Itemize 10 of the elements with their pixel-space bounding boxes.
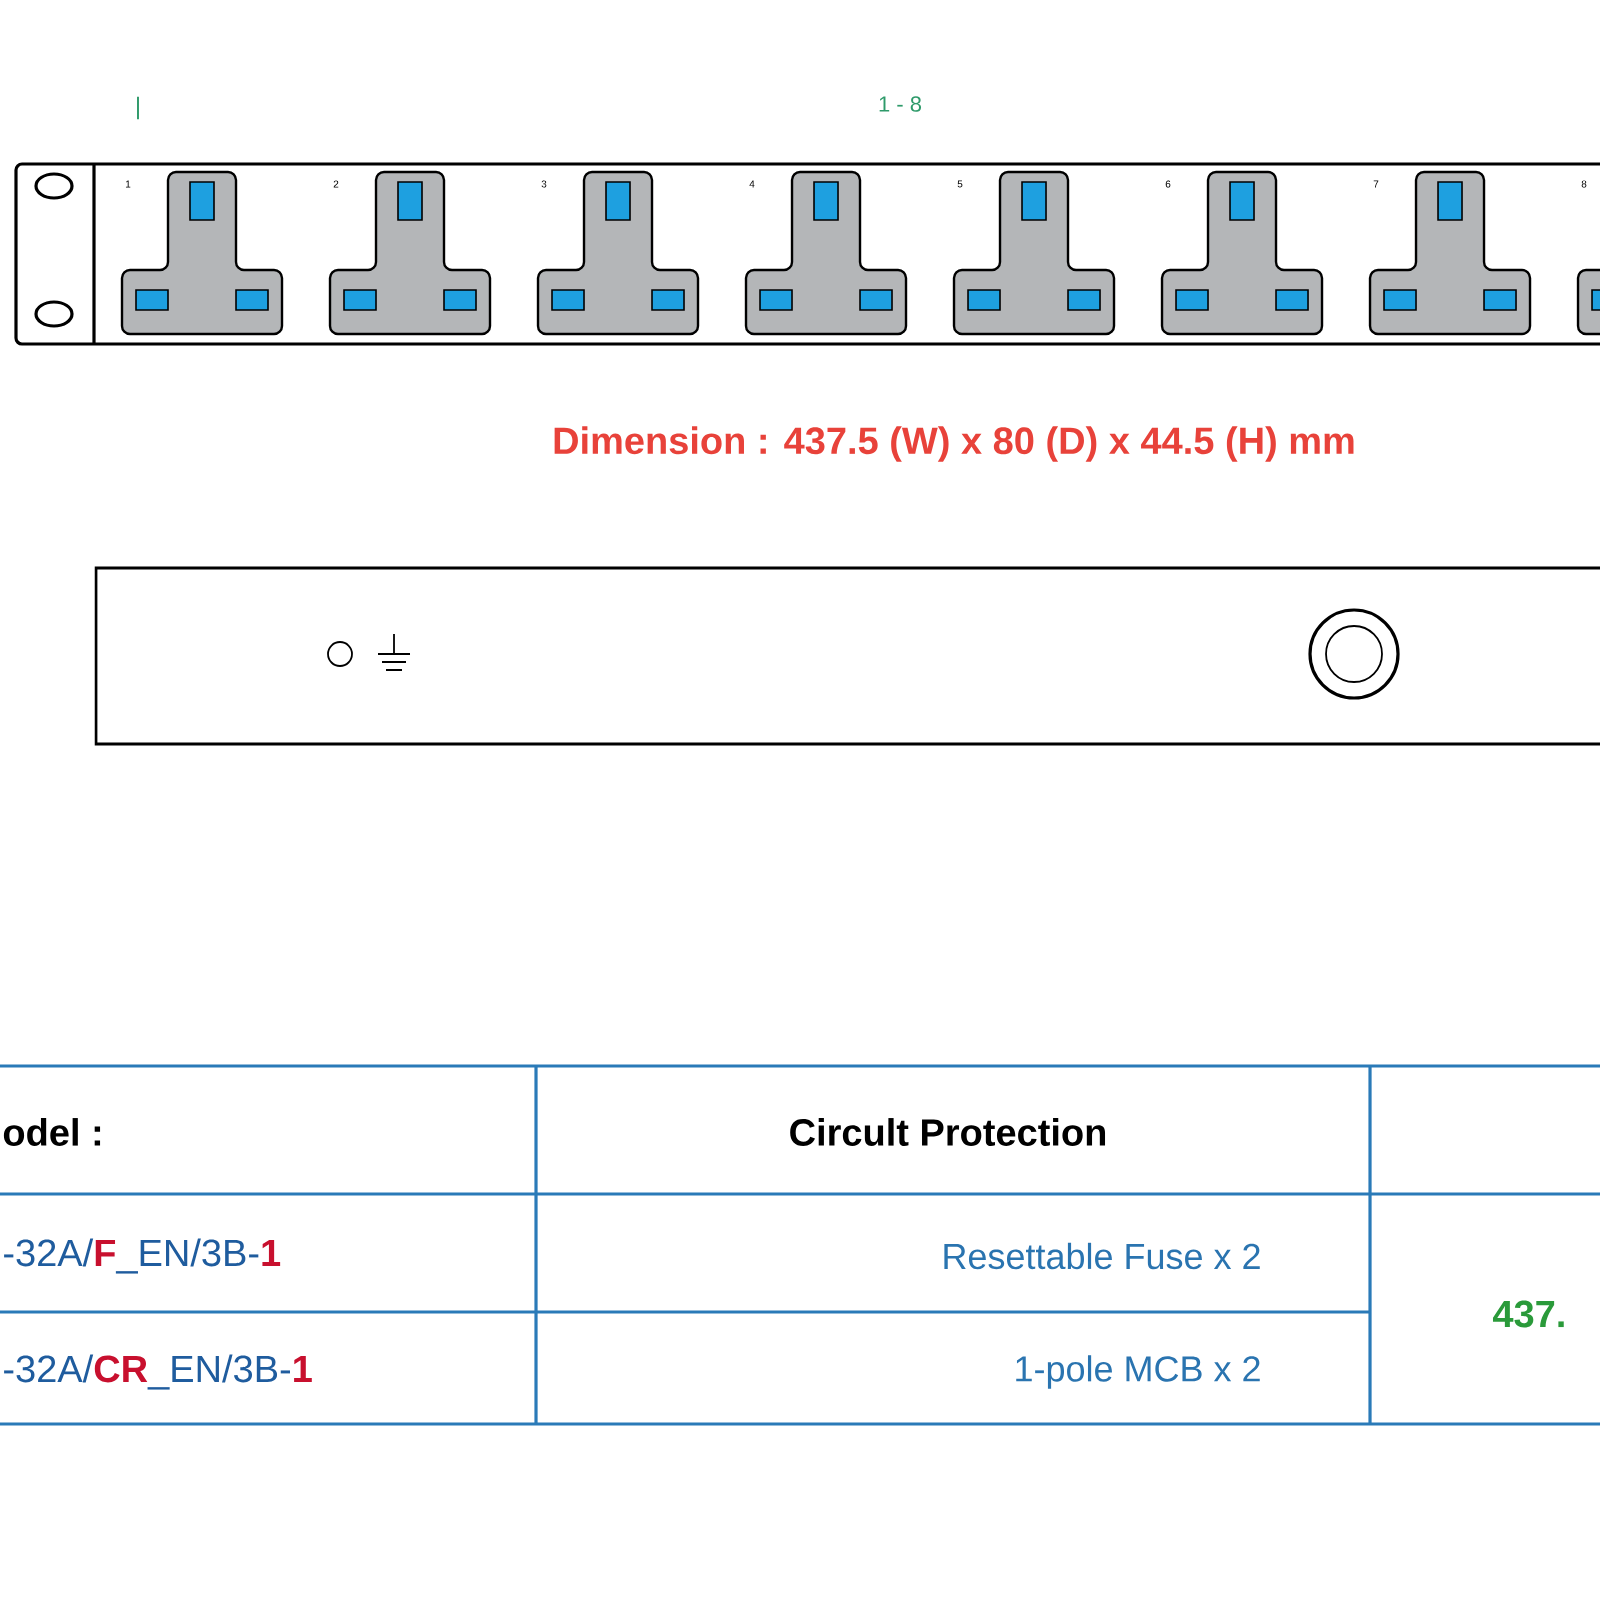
column-heading: odel : — [3, 1118, 101, 1146]
range-mark: | — [137, 96, 139, 120]
dimension-value: 437. — [1493, 1300, 1564, 1328]
protection-type: 1-pole MCB x 2 — [1016, 1355, 1260, 1389]
protection-type: Resettable Fuse x 2 — [944, 1242, 1260, 1270]
dimension-text: Dimension : 437.5 (W) x 80 (D) x 44.5 (H) mm — [554, 426, 1354, 462]
socket-range-label: 1 - 8 — [879, 96, 922, 112]
column-heading: Circult Protection — [790, 1118, 1106, 1146]
model-code: -32A/CR_EN/3B-1 — [4, 1354, 312, 1390]
model-code: -32A/F_EN/3B-1 — [4, 1238, 281, 1274]
